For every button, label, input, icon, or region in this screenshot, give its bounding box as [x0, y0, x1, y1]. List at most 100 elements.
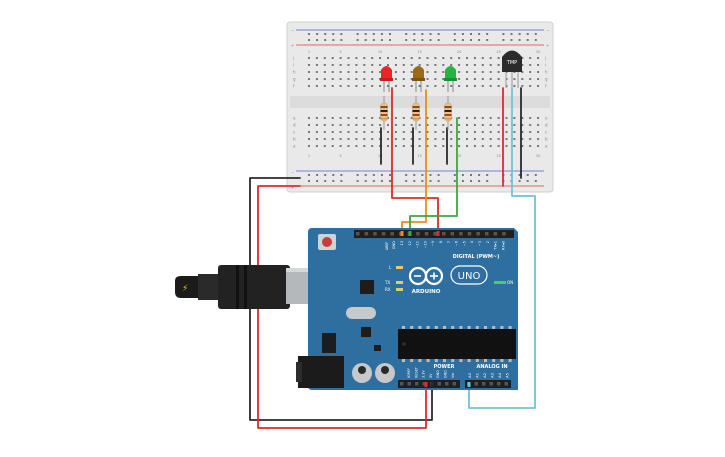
- breadboard-center-channel: [290, 96, 550, 108]
- wire-terminals: [400, 231, 471, 387]
- column-number: 30: [536, 50, 540, 54]
- resistor-1[interactable]: [380, 96, 388, 130]
- led-tx-indicator: [396, 281, 403, 284]
- row-letter: c: [545, 130, 547, 135]
- voltage-regulator: [322, 333, 336, 353]
- led-yellow[interactable]: [412, 66, 425, 92]
- digital-pin-label: ~10: [423, 240, 427, 248]
- row-letter: e: [293, 116, 296, 121]
- led-tx-label: TX: [384, 280, 390, 285]
- row-letter: a: [545, 144, 548, 149]
- atmega-chip-pins: [402, 326, 512, 362]
- aref-label: AREF: [385, 242, 389, 250]
- wire-green-led-pin[interactable]: [409, 117, 458, 235]
- tmp-sensor-body: [502, 50, 522, 72]
- row-letter: f: [545, 84, 547, 89]
- row-letter: j: [544, 56, 546, 61]
- digital-pin-label: GND: [392, 241, 396, 249]
- digital-pin-label: ~3: [478, 241, 482, 246]
- row-letter: d: [545, 123, 548, 128]
- digital-pin-label: TX▸1: [494, 241, 498, 251]
- top-plus-rail-sign: +: [291, 43, 294, 48]
- row-letter: b: [545, 137, 548, 142]
- top-minus-rail-sign: −: [291, 28, 294, 33]
- wire-gnd-black[interactable]: [249, 177, 433, 421]
- resistor-3[interactable]: [444, 96, 452, 130]
- column-number: 5: [339, 154, 341, 158]
- led-green-body: [445, 66, 456, 80]
- on-indicator: [494, 281, 506, 284]
- row-letter: g: [545, 77, 548, 82]
- wires: [249, 87, 536, 429]
- resistor-2[interactable]: [412, 96, 420, 130]
- on-label: ON: [507, 280, 513, 285]
- column-number: 10: [378, 50, 382, 54]
- digital-pin-label: ~11: [416, 241, 420, 249]
- column-number: 20: [457, 50, 461, 54]
- analog-header-label: ANALOG IN: [476, 364, 507, 370]
- analog-pin-label: A2: [482, 372, 487, 378]
- wire-tmp-signal[interactable]: [468, 87, 536, 409]
- wire-5v-red[interactable]: [257, 185, 427, 429]
- power-pin-label: 3.3V: [422, 370, 426, 378]
- led-red-body: [381, 66, 392, 80]
- led-green[interactable]: [444, 66, 457, 92]
- row-letter: a: [293, 144, 296, 149]
- arduino-logo: [408, 266, 444, 286]
- column-number: 25: [496, 154, 500, 158]
- top-minus-rail-sign-right: −: [546, 28, 549, 33]
- column-number: 5: [339, 50, 341, 54]
- uno-model-label: UNO: [458, 271, 481, 282]
- bottom-plus-rail-sign: +: [291, 185, 294, 190]
- reset-button[interactable]: [322, 237, 332, 247]
- uno-badge: [450, 265, 488, 285]
- power-pin-label: IOREF: [407, 368, 411, 378]
- row-letter: h: [545, 70, 548, 75]
- led-l-label: L: [389, 265, 392, 270]
- power-jack[interactable]: [298, 356, 344, 388]
- atmega-chip: [398, 329, 516, 359]
- power-header-label: POWER: [434, 364, 455, 370]
- digital-pin-label: ~6: [455, 240, 459, 246]
- digital-pin-label: 2: [486, 241, 490, 243]
- usb-plug-body: [218, 265, 290, 309]
- column-number: 25: [496, 50, 500, 54]
- usb-cable[interactable]: ⚡: [175, 265, 316, 309]
- analog-pin-label: A1: [475, 372, 480, 378]
- digital-pin-label: ~9: [431, 240, 435, 246]
- led-yellow-body: [413, 66, 424, 80]
- digital-pin-label: RX◂0: [501, 240, 505, 250]
- digital-pin-label: 13: [400, 241, 404, 246]
- led-red[interactable]: [380, 66, 393, 92]
- top-plus-rail-sign-right: +: [546, 43, 549, 48]
- digital-pin-label: 7: [447, 241, 451, 243]
- digital-pin-label: 12: [408, 241, 412, 246]
- analog-header: [465, 380, 511, 388]
- row-letter: g: [293, 77, 296, 82]
- digital-header-label: DIGITAL (PWM~): [453, 254, 500, 260]
- tmp-sensor-label: TMP: [506, 60, 517, 66]
- column-number: 1: [308, 154, 310, 158]
- power-header: [398, 380, 460, 388]
- column-number: 15: [417, 50, 421, 54]
- row-letter: j: [292, 56, 294, 61]
- bottom-pin-holes: [400, 382, 508, 386]
- crystal: [346, 307, 376, 319]
- row-letter: f: [293, 84, 295, 89]
- power-pin-label: 5V: [429, 373, 433, 378]
- temperature-sensor[interactable]: TMP: [502, 50, 522, 89]
- power-pin-label: GND: [436, 370, 440, 378]
- digital-pin-label: 8: [439, 240, 443, 243]
- analog-pin-label: A5: [505, 372, 510, 378]
- row-letter: i: [293, 63, 294, 68]
- row-letter: b: [293, 137, 296, 142]
- arduino-brand-label: ARDUINO: [412, 289, 441, 295]
- led-l-indicator: [396, 266, 403, 269]
- led-rx-indicator: [396, 288, 403, 291]
- row-letter: i: [545, 63, 546, 68]
